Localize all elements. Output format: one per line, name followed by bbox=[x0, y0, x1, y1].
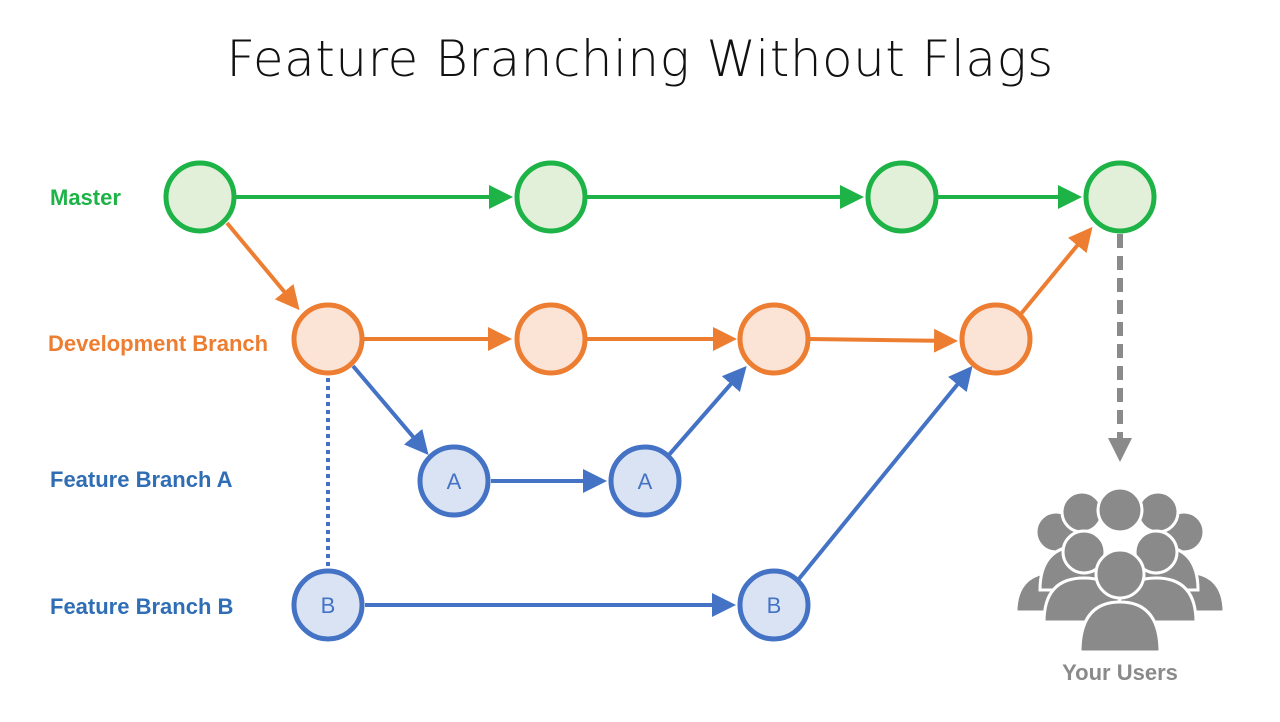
diagram-title: Feature Branching Without Flags bbox=[226, 30, 1054, 88]
feature-a-node-label: A bbox=[447, 469, 462, 494]
dev-arrow-3 bbox=[809, 328, 958, 353]
feature-a-commit-node bbox=[608, 444, 682, 518]
users-group-icon bbox=[1014, 486, 1226, 654]
master-commit-node bbox=[514, 160, 588, 234]
master-commit-node bbox=[1083, 160, 1157, 234]
master-commit-node bbox=[163, 160, 237, 234]
master-commit-node bbox=[865, 160, 939, 234]
feature-a-node-label: A bbox=[638, 469, 653, 494]
dev-commit-node bbox=[959, 302, 1033, 376]
feature-b-node-label: B bbox=[767, 593, 782, 618]
feature-b-commit-node bbox=[737, 568, 811, 642]
feature-b-node-label: B bbox=[321, 593, 336, 618]
feature-a-commit-node bbox=[417, 444, 491, 518]
lane-label-feature-b: Feature Branch B bbox=[50, 594, 234, 619]
feature-a-to-dev-arrow bbox=[666, 365, 747, 458]
users-label: Your Users bbox=[1062, 660, 1178, 685]
dev-commit-node bbox=[291, 302, 365, 376]
lane-label-feature-a: Feature Branch A bbox=[50, 467, 233, 492]
dev-commit-node bbox=[514, 302, 588, 376]
lane-label-master: Master bbox=[50, 185, 121, 210]
lane-label-development: Development Branch bbox=[48, 331, 269, 356]
feature-b-commit-node bbox=[291, 568, 365, 642]
dev-to-feature-a-arrow bbox=[351, 364, 429, 456]
dev-to-master-arrow bbox=[1018, 226, 1093, 317]
master-to-dev-arrow bbox=[225, 221, 300, 311]
dev-commit-node bbox=[737, 302, 811, 376]
feature-b-to-dev-arrow bbox=[796, 365, 973, 582]
